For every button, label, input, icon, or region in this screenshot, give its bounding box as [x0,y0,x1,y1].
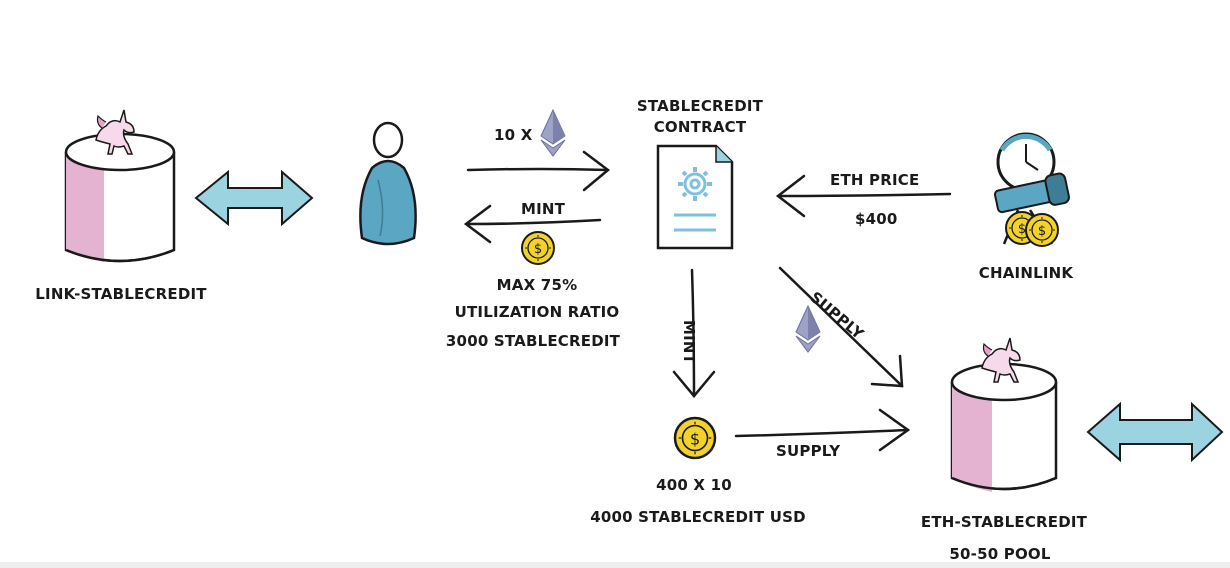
label-eth-pool-line1: ETH-STABLECREDIT [920,513,1088,531]
arrow-eth-price [775,174,952,218]
bottom-strip [0,562,1230,568]
label-calc-line1: 400 X 10 [656,476,732,494]
chainlink-coin-2 [1025,213,1059,247]
label-eth-price-value: $400 [855,210,898,228]
label-contract-line1: STABLECREDIT [636,97,764,115]
label-contract-line2: CONTRACT [653,118,747,136]
arrow-mint-down [672,268,716,398]
arrow-deposit-eth [466,150,611,192]
label-calc-line2: 4000 STABLECREDIT USD [590,508,806,526]
ethereum-icon-small [795,305,821,353]
label-max-line3: 3000 STABLECREDIT [445,332,621,350]
label-max-line1: MAX 75% [496,276,578,294]
arrow-supply-eth [778,266,904,388]
double-arrow-left [194,169,314,227]
label-eth-in: 10 X [494,126,533,144]
database-icon-link [64,132,176,263]
double-arrow-right [1086,401,1224,463]
label-mint-left: MINT [521,200,566,218]
label-chainlink: CHAINLINK [978,264,1074,282]
arrow-supply-stablecredit [734,408,911,452]
person-icon [359,121,417,246]
label-mint-down: MINT [680,320,698,365]
label-link-pool: LINK-STABLECREDIT [35,285,207,303]
label-eth-pool-line2: 50-50 POOL [949,545,1051,563]
dollar-coin-icon [521,231,555,265]
document-gear-icon [656,144,734,250]
dollar-coin-icon-large [673,416,717,460]
label-supply-bottom: SUPPLY [776,442,841,460]
ethereum-icon [540,109,566,157]
database-icon-eth [950,362,1058,492]
arrow-mint-to-user [463,204,602,244]
label-max-line2: UTILIZATION RATIO [454,303,620,321]
label-eth-price: ETH PRICE [830,171,920,189]
